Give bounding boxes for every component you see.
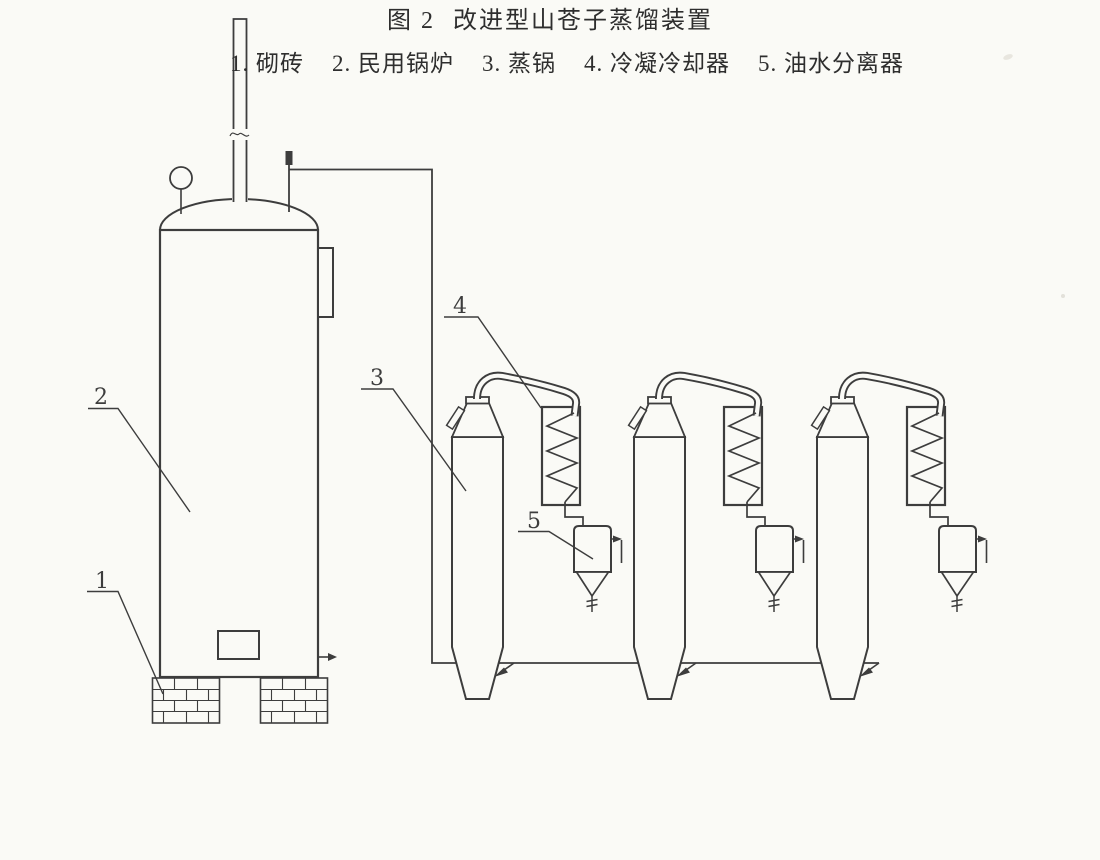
figure-caption-title: 图 2 改进型山苍子蒸馏装置 xyxy=(0,0,1100,35)
chimney xyxy=(229,18,251,204)
legend-item: 4. 冷凝冷却器 xyxy=(584,51,730,76)
furnace-door xyxy=(217,630,260,660)
callout-5: 5 xyxy=(518,509,594,560)
scan-speck xyxy=(1061,294,1065,298)
pressure-gauge xyxy=(169,166,193,214)
legend-item: 1. 砌砖 xyxy=(230,51,304,76)
pipe-break-icon xyxy=(229,132,250,137)
callout-number: 1 xyxy=(95,569,109,594)
steam-valve xyxy=(285,151,293,165)
steam-pipe xyxy=(288,165,879,664)
callout-leader xyxy=(444,316,542,409)
brick-base xyxy=(151,677,329,724)
legend-item: 5. 油水分离器 xyxy=(758,51,904,76)
boiler xyxy=(151,18,879,724)
distillation-unit-2 xyxy=(629,376,804,699)
boiler-drain-arrow-icon xyxy=(328,653,337,661)
figure-title-text: 改进型山苍子蒸馏装置 xyxy=(453,8,713,34)
legend-item: 3. 蒸锅 xyxy=(482,51,556,76)
callout-leader xyxy=(361,388,467,492)
callout-number: 3 xyxy=(370,366,384,391)
callout-leader xyxy=(87,590,164,695)
figure-number: 图 2 xyxy=(387,8,435,34)
callout-3: 3 xyxy=(361,366,467,492)
brick-pier-right xyxy=(259,677,329,724)
figure-caption-legend: 1. 砌砖 2. 民用锅炉 3. 蒸锅 4. 冷凝冷却器 5. 油水分离器 xyxy=(0,44,1100,78)
callout-number: 4 xyxy=(453,294,467,319)
callout-number: 5 xyxy=(527,509,541,534)
figure-caption: 图 2 改进型山苍子蒸馏装置 1. 砌砖 2. 民用锅炉 3. 蒸锅 4. 冷凝冷却器 5… xyxy=(0,0,1100,78)
callout-1: 1 xyxy=(87,569,164,695)
brick-pier-left xyxy=(151,677,221,724)
callout-leader xyxy=(518,530,594,560)
boiler-body xyxy=(158,228,320,679)
scan-speck xyxy=(1003,54,1013,60)
callout-2: 2 xyxy=(88,385,191,513)
diagram-canvas: 1 2 3 4 5 xyxy=(87,18,1065,724)
distillation-unit-1 xyxy=(447,376,622,699)
callout-4: 4 xyxy=(444,294,542,409)
legend-item: 2. 民用锅炉 xyxy=(332,51,454,76)
distillation-unit-3 xyxy=(812,376,987,699)
callout-number: 2 xyxy=(94,385,108,410)
boiler-side-fitting xyxy=(317,247,334,318)
callout-leader xyxy=(88,407,191,513)
